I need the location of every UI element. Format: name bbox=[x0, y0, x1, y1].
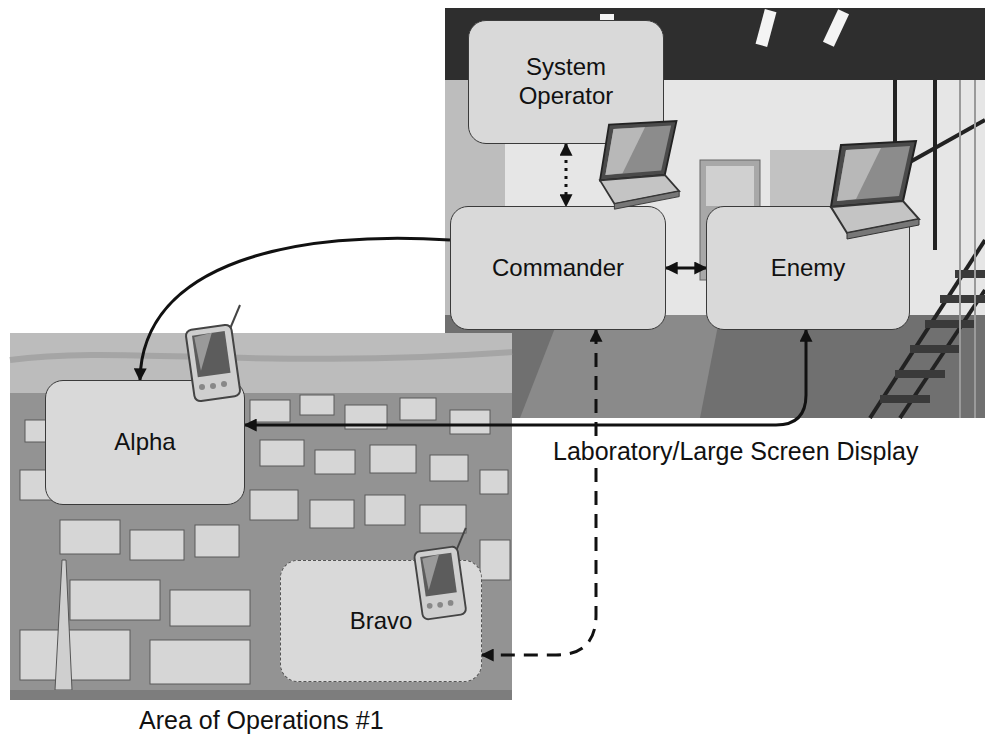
box-label: Alpha bbox=[114, 428, 175, 457]
connector-arrow bbox=[245, 330, 806, 425]
photo-region: Laboratory/Large Screen DisplaySystem Op… bbox=[445, 8, 985, 418]
connector-arrow bbox=[140, 238, 450, 380]
connector-arrow bbox=[482, 330, 596, 655]
pda-icon bbox=[409, 526, 477, 621]
aerial-photo bbox=[10, 333, 512, 700]
box-label: Bravo bbox=[350, 607, 413, 636]
caption-holder: Laboratory/Large Screen Display bbox=[550, 436, 921, 466]
pda-icon bbox=[182, 303, 250, 403]
photo-region: Area of Operations #1Alpha Bravo bbox=[10, 333, 512, 700]
role-box: Bravo bbox=[280, 560, 482, 682]
connector-arrow bbox=[666, 267, 706, 270]
region-caption: Area of Operations #1 bbox=[139, 706, 384, 734]
caption-holder: Area of Operations #1 bbox=[139, 705, 384, 735]
laptop-icon bbox=[816, 141, 926, 241]
box-label: Commander bbox=[492, 254, 624, 283]
region-caption: Laboratory/Large Screen Display bbox=[550, 437, 921, 465]
connector-arrow bbox=[565, 144, 568, 206]
laptop-icon bbox=[591, 119, 681, 213]
box-label: System Operator bbox=[491, 53, 641, 111]
role-box: Commander bbox=[450, 206, 666, 330]
role-box: Enemy bbox=[706, 206, 910, 330]
laboratory-photo bbox=[445, 8, 985, 418]
role-box: Alpha bbox=[45, 380, 245, 505]
box-label: Enemy bbox=[771, 254, 846, 283]
